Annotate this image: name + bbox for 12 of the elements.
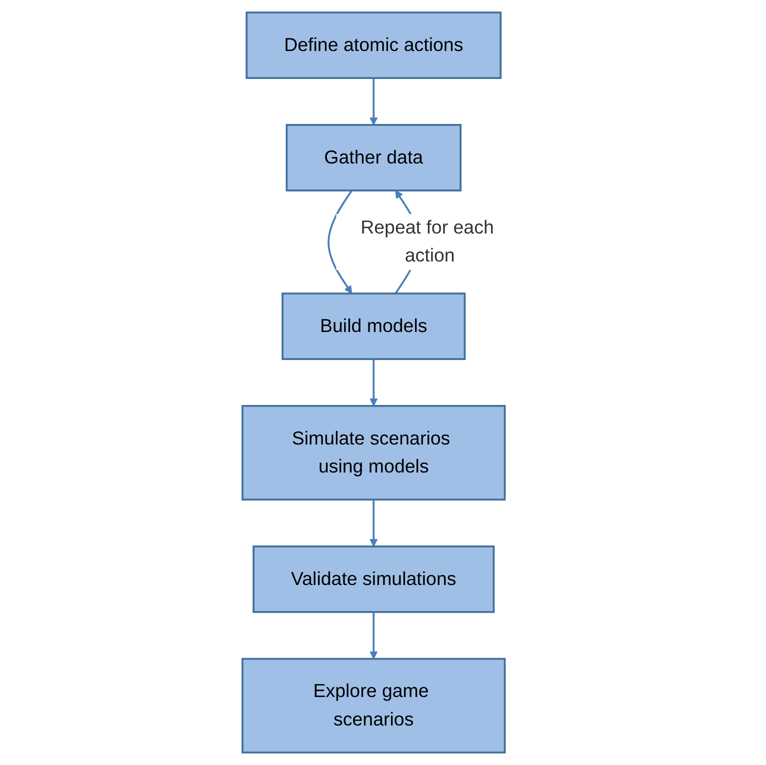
node-box: Simulate scenarios using models xyxy=(242,404,506,501)
node-box: Define atomic actions xyxy=(246,12,502,79)
arrow xyxy=(328,190,353,294)
node-box: Validate simulations xyxy=(252,545,495,613)
node-box: Build models xyxy=(282,292,466,360)
arrow xyxy=(370,612,378,660)
edge-label: Repeat for each action xyxy=(360,218,494,266)
arrow xyxy=(370,78,378,126)
arrow xyxy=(370,359,378,406)
node-box: Explore game scenarios xyxy=(242,658,506,754)
arrow xyxy=(370,500,378,547)
node-box: Gather data xyxy=(286,124,462,192)
